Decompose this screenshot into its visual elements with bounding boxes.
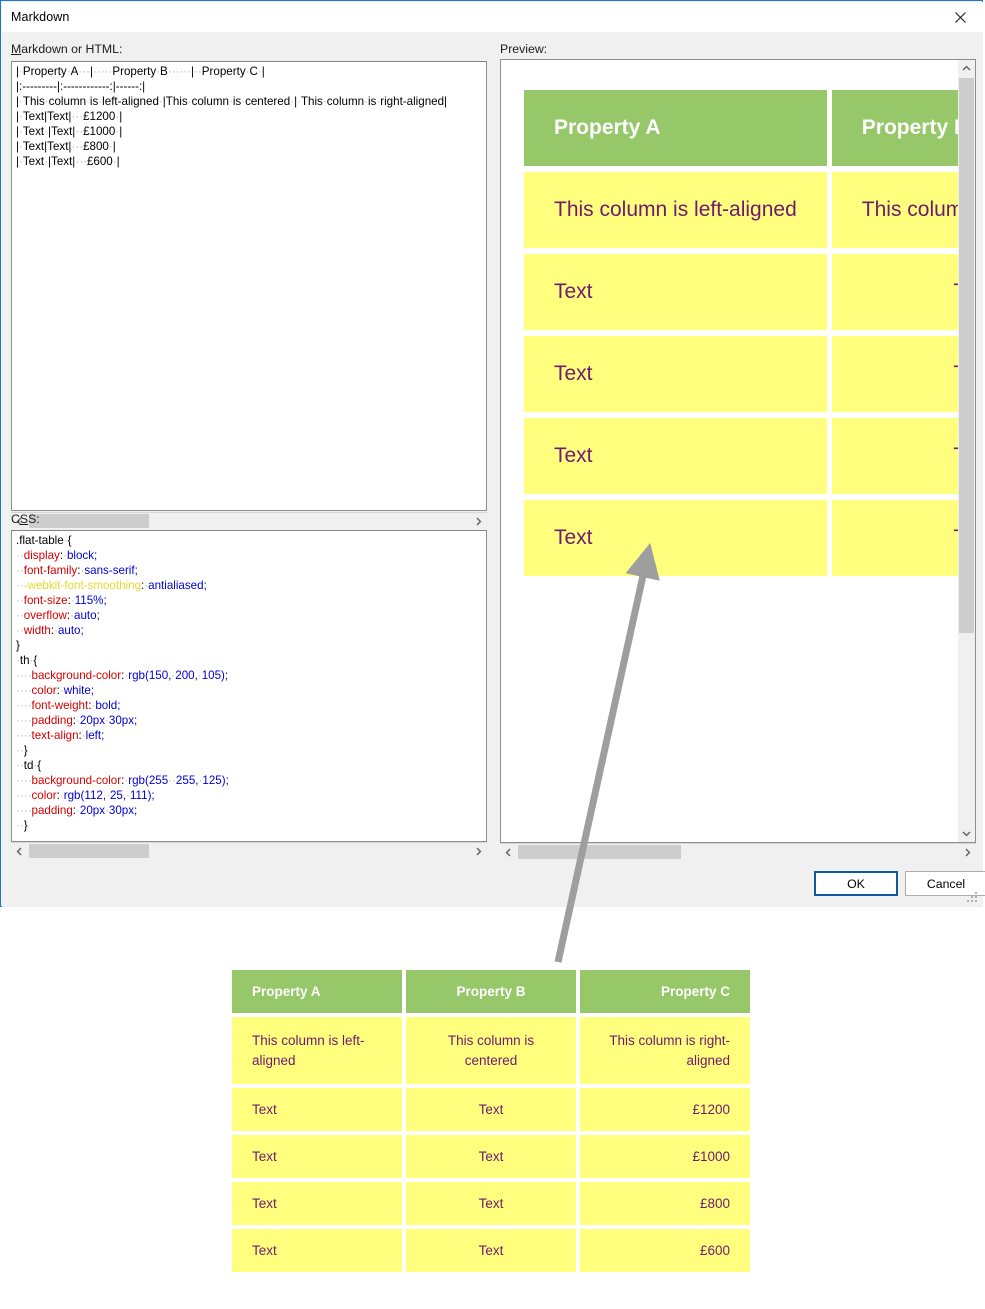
table-body-cell: Text: [406, 1088, 576, 1132]
markdown-field-label: Markdown or HTML:: [11, 42, 122, 56]
preview-header-cell: Property A: [524, 90, 827, 166]
scroll-left-icon[interactable]: [11, 513, 28, 529]
dialog-titlebar[interactable]: Markdown: [2, 2, 983, 32]
preview-vscroll-thumb[interactable]: [959, 78, 974, 633]
markdown-input[interactable]: |·Property·A···|·····Property·B······|··…: [11, 61, 487, 511]
table-body-cell: Text: [232, 1135, 402, 1179]
table-body-cell: This column is left-aligned: [232, 1017, 402, 1085]
markdown-hscroll-thumb[interactable]: [29, 514, 149, 528]
css-source-text: .flat-table·{ ··display:·block; ··font-f…: [16, 534, 229, 832]
table-body-cell: £1000: [580, 1135, 750, 1179]
preview-body-cell: Text: [831, 336, 975, 412]
table-header-cell: Property C: [580, 970, 750, 1013]
table-body-cell: This column is right-aligned: [580, 1017, 750, 1085]
table-body-cell: Text: [406, 1229, 576, 1273]
table-body-cell: Text: [406, 1135, 576, 1179]
dialog-body: Markdown or HTML: |·Property·A···|·····P…: [2, 32, 985, 907]
ok-button[interactable]: OK: [814, 871, 898, 896]
preview-vscrollbar[interactable]: [958, 60, 975, 842]
table-body-cell: £800: [580, 1182, 750, 1226]
preview-label: Preview:: [500, 42, 548, 56]
scroll-right-icon[interactable]: [470, 513, 487, 529]
css-hscroll-thumb[interactable]: [29, 844, 149, 858]
preview-body-cell: This column is left-aligned: [524, 172, 827, 248]
preview-body-cell: Text: [831, 500, 975, 576]
scroll-left-icon[interactable]: [500, 844, 517, 860]
markdown-source-text: |·Property·A···|·····Property·B······|··…: [16, 65, 448, 168]
table-body-cell: Text: [232, 1088, 402, 1132]
table-body-cell: £600: [580, 1229, 750, 1273]
css-input[interactable]: .flat-table·{ ··display:·block; ··font-f…: [11, 530, 487, 842]
css-label-mnemonic: S: [19, 512, 29, 526]
markdown-label-mnemonic: M: [11, 42, 22, 56]
table-body-cell: £1200: [580, 1088, 750, 1132]
table-body-cell: This column is centered: [406, 1017, 576, 1085]
markdown-label-rest: arkdown or HTML:: [21, 42, 123, 56]
css-field-label: CSS:: [11, 512, 40, 526]
dialog-title: Markdown: [11, 10, 70, 24]
preview-body-cell: This column is centered: [831, 172, 975, 248]
preview-body-cell: Text: [524, 336, 827, 412]
preview-body-cell: Text: [524, 418, 827, 494]
scroll-right-icon[interactable]: [470, 843, 487, 859]
css-hscrollbar[interactable]: [11, 842, 487, 859]
markdown-hscrollbar[interactable]: [11, 512, 487, 529]
scroll-left-icon[interactable]: [11, 843, 28, 859]
preview-header-cell: Property B: [831, 90, 975, 166]
scroll-right-icon[interactable]: [959, 844, 976, 860]
preview-body-cell: Text: [524, 254, 827, 330]
table-header-cell: Property A: [232, 970, 402, 1013]
table-body-cell: Text: [406, 1182, 576, 1226]
preview-body-cell: Text: [831, 254, 975, 330]
table-header-cell: Property B: [406, 970, 576, 1013]
css-label-rest: S:: [28, 512, 40, 526]
scroll-up-icon[interactable]: [958, 60, 974, 77]
cancel-button[interactable]: Cancel: [905, 871, 985, 896]
preview-body-cell: Text: [831, 418, 975, 494]
close-icon[interactable]: [938, 2, 983, 32]
css-label-pre: C: [11, 512, 20, 526]
preview-hscroll-thumb[interactable]: [518, 845, 681, 859]
scroll-down-icon[interactable]: [958, 825, 974, 842]
markdown-dialog: Markdown Markdown or HTML: |·Property·A·…: [0, 0, 985, 907]
preview-body-cell: Text: [524, 500, 827, 576]
table-body-cell: Text: [232, 1229, 402, 1273]
preview-hscrollbar[interactable]: [500, 843, 976, 860]
table-body-cell: Text: [232, 1182, 402, 1226]
resize-grip[interactable]: [967, 892, 979, 904]
